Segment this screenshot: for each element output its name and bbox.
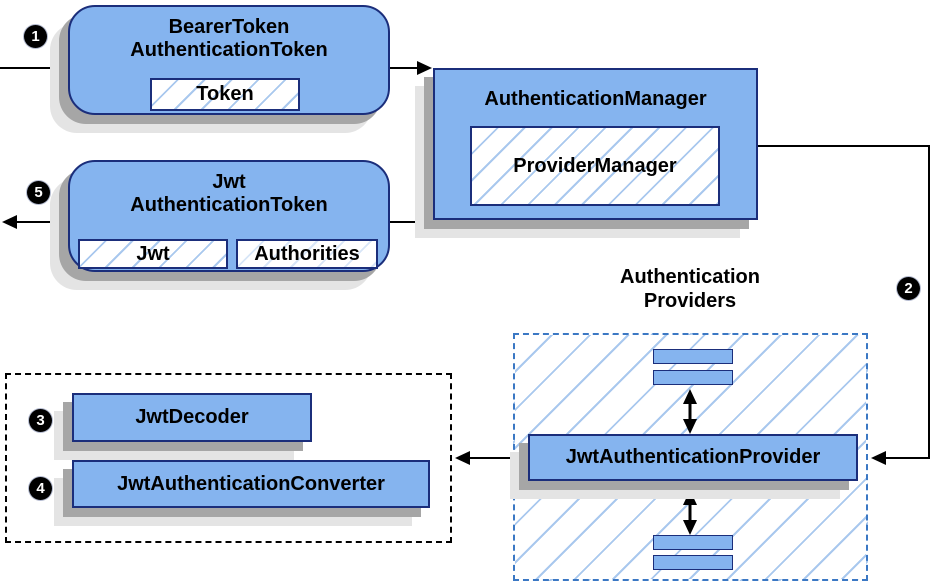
step-badge-1: 1 [24, 25, 47, 48]
authorities-field-label: Authorities [254, 242, 360, 265]
provider-slot-bar-3 [653, 535, 733, 550]
provider-slot-bar-4 [653, 555, 733, 570]
bearer-token-title-line2: AuthenticationToken [130, 39, 328, 61]
authentication-manager-title: AuthenticationManager [484, 88, 707, 110]
provider-manager-label: ProviderManager [513, 154, 677, 177]
jwt-authentication-provider-label: JwtAuthenticationProvider [565, 446, 821, 468]
jwt-token-title-line1: Jwt [212, 171, 246, 193]
jwt-decoder-node: JwtDecoder [72, 393, 312, 442]
token-field: Token [150, 78, 300, 111]
bearer-token-title: BearerToken AuthenticationToken [70, 7, 388, 62]
step-badge-2: 2 [897, 277, 920, 300]
jwt-token-title: Jwt AuthenticationToken [70, 162, 388, 217]
step-badge-3: 3 [29, 409, 52, 432]
jwt-authentication-token-node: Jwt AuthenticationToken Jwt Authorities [68, 160, 390, 272]
jwt-field-label: Jwt [136, 242, 170, 265]
bearer-token-title-line1: BearerToken [168, 16, 290, 38]
jwt-decoder-label: JwtDecoder [135, 406, 249, 428]
jwt-authentication-provider-node: JwtAuthenticationProvider [528, 434, 858, 481]
jwt-authentication-converter-label: JwtAuthenticationConverter [117, 472, 385, 495]
provider-slot-bar-1 [653, 349, 733, 364]
provider-slot-bar-2 [653, 370, 733, 385]
provider-manager-field: ProviderManager [470, 126, 720, 206]
token-field-label: Token [196, 83, 254, 105]
authentication-manager-node: AuthenticationManager ProviderManager [433, 68, 758, 220]
step-badge-4: 4 [29, 477, 52, 500]
jwt-authentication-converter-node: JwtAuthenticationConverter [72, 460, 430, 508]
authentication-providers-label-line1: Authentication [620, 266, 760, 288]
step-badge-5: 5 [27, 181, 50, 204]
authentication-providers-label-line2: Providers [643, 290, 737, 312]
jwt-token-title-line2: AuthenticationToken [130, 194, 328, 216]
bearer-token-authentication-token-node: BearerToken AuthenticationToken Token [68, 5, 390, 115]
authorities-field: Authorities [236, 239, 378, 269]
authentication-providers-label: Authentication Providers [585, 265, 795, 313]
jwt-field: Jwt [78, 239, 228, 269]
